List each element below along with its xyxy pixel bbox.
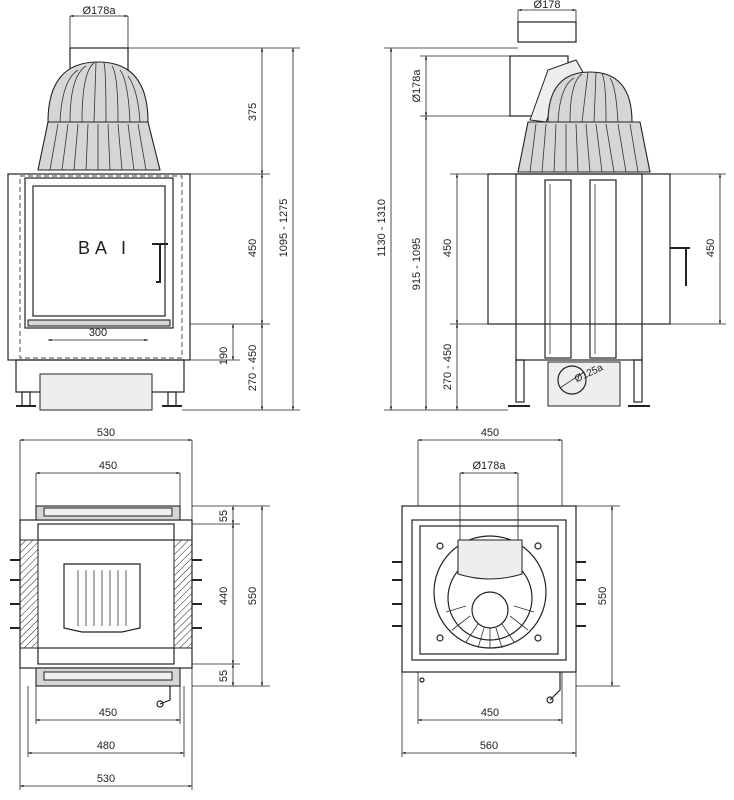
plan-section-dimensions: 530 450 55 440 55 550 450 480 530 (19, 427, 270, 790)
top-plan-dimensions: 450 Ø178a 550 450 560 (401, 427, 620, 757)
side-total-height-label: 1130 - 1310 (376, 199, 388, 257)
top-plan-flue-label: Ø178a (472, 460, 506, 472)
plan-top-450-label: 450 (99, 460, 117, 472)
side-flue-diameter-label: Ø178a (411, 69, 423, 103)
side-glass-height-right-label: 450 (705, 239, 717, 257)
side-mid-height-label: 915 - 1095 (411, 238, 423, 291)
front-view (7, 47, 191, 411)
plan-bottom-480-label: 480 (97, 740, 115, 752)
side-glass-height-left-label: 450 (442, 239, 454, 257)
side-view (487, 21, 690, 407)
front-leg-height-label: 270 - 450 (247, 345, 259, 391)
plan-bottom-530-label: 530 (97, 773, 115, 785)
front-total-height-label: 1095 - 1275 (278, 199, 290, 258)
top-plan-top-450-label: 450 (481, 427, 499, 439)
front-base-190-label: 190 (218, 347, 230, 365)
front-glass-height-label: 450 (247, 239, 259, 257)
front-hood-height-label: 375 (247, 103, 259, 121)
model-label: BA I (78, 238, 131, 258)
plan-440-label: 440 (218, 587, 230, 605)
front-view-dimensions: Ø178a 375 450 1095 - 1275 190 270 - 450 … (47, 5, 300, 411)
plan-55-top-label: 55 (218, 510, 230, 522)
plan-section-view (10, 505, 202, 708)
plan-top-530-label: 530 (97, 427, 115, 439)
top-plan-550-label: 550 (597, 587, 609, 605)
side-leg-height-label: 270 - 450 (442, 344, 454, 390)
top-plan-bottom-450-label: 450 (481, 707, 499, 719)
top-plan-bottom-560-label: 560 (480, 740, 498, 752)
plan-550-label: 550 (247, 587, 259, 605)
side-top-diameter-label: Ø178 (534, 0, 561, 11)
plan-55-bottom-label: 55 (218, 670, 230, 682)
side-view-dimensions: Ø178 1130 - 1310 Ø178a 915 - 1095 450 27… (376, 0, 726, 411)
front-flue-diameter-label: Ø178a (82, 5, 116, 17)
plan-bottom-450-label: 450 (99, 707, 117, 719)
top-plan-view (392, 505, 586, 704)
front-glass-width-label: 300 (89, 327, 107, 339)
